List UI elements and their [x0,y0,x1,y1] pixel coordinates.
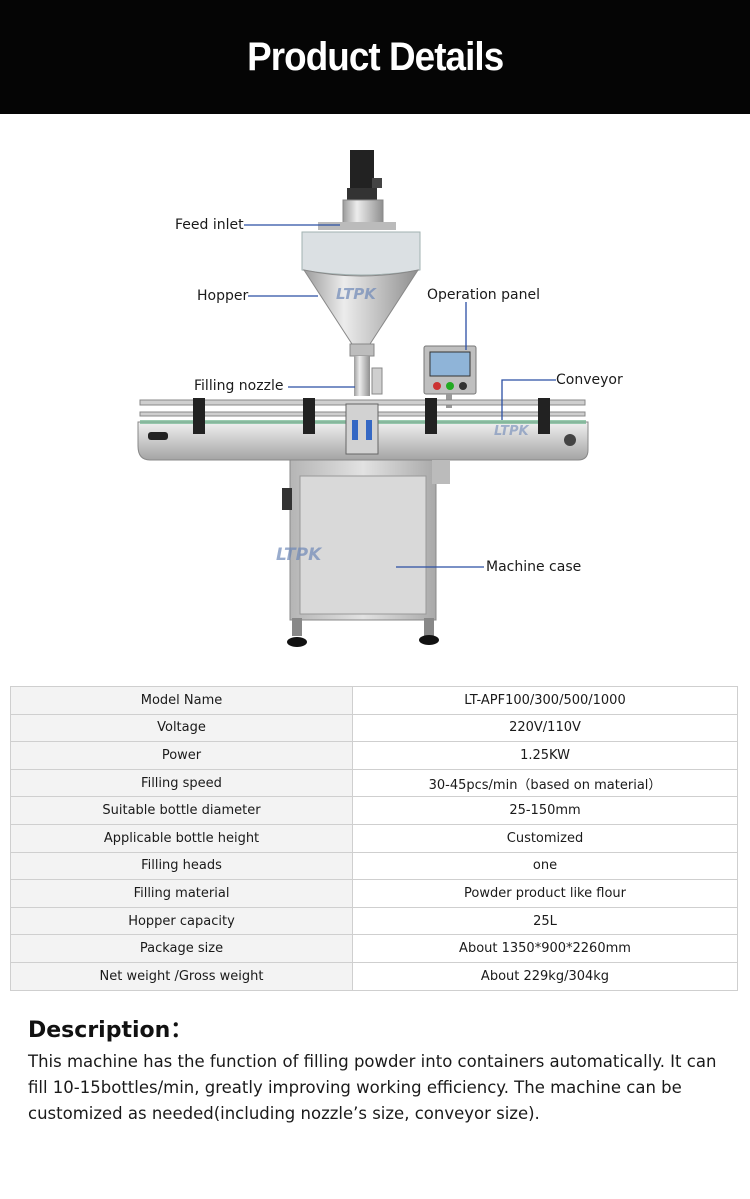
callout-hopper: Hopper [197,288,249,304]
spec-value: About 229kg/304kg [352,961,738,991]
callout-operation-panel: Operation panel [427,287,540,303]
spec-value: 30-45pcs/min（based on material） [352,768,738,798]
spec-label: Suitable bottle diameter [10,796,353,825]
spec-label: Net weight /Gross weight [10,961,353,991]
callout-filling-nozzle: Filling nozzle [194,378,284,394]
spec-value: 25-150mm [352,796,738,825]
spec-label: Package size [10,934,353,963]
watermark-top: LTPK [336,285,377,303]
spec-value: Powder product like flour [352,879,738,908]
spec-value: LT-APF100/300/500/1000 [352,686,738,715]
spec-value: one [352,851,738,881]
spec-value: About 1350*900*2260mm [352,934,738,963]
servo-motor [342,150,384,225]
callout-conveyor: Conveyor [556,372,623,388]
callout-feed-inlet: Feed inlet [175,217,244,233]
callout-machine-case: Machine case [486,559,582,575]
spec-value: 220V/110V [352,713,738,743]
spec-label: Filling speed [10,768,353,798]
machine-case-body: LTPK [276,459,450,647]
spec-value: 1.25KW [352,741,738,770]
conveyor: LTPK [137,398,589,461]
description-heading: Description： [28,1018,193,1043]
spec-label: Hopper capacity [10,906,353,936]
spec-value: 25L [352,906,738,936]
callout-leaders [244,224,556,568]
machine-figure: LTPK LTPK [0,114,750,674]
spec-label: Power [10,741,353,770]
page-title: Product Details [246,34,504,79]
spec-label: Filling heads [10,851,353,881]
watermark-conveyor: LTPK [494,424,530,439]
spec-label: Voltage [10,713,353,743]
spec-value: Customized [352,823,738,853]
watermark-case: LTPK [276,545,323,565]
description-text: This machine has the function of filling… [28,1052,717,1123]
hopper: LTPK [301,222,421,396]
spec-label: Filling material [10,879,353,908]
page-header: Product Details [0,0,750,114]
spec-label: Applicable bottle height [10,823,353,853]
spec-label: Model Name [10,686,353,715]
machine-illustration: LTPK LTPK [137,150,589,647]
